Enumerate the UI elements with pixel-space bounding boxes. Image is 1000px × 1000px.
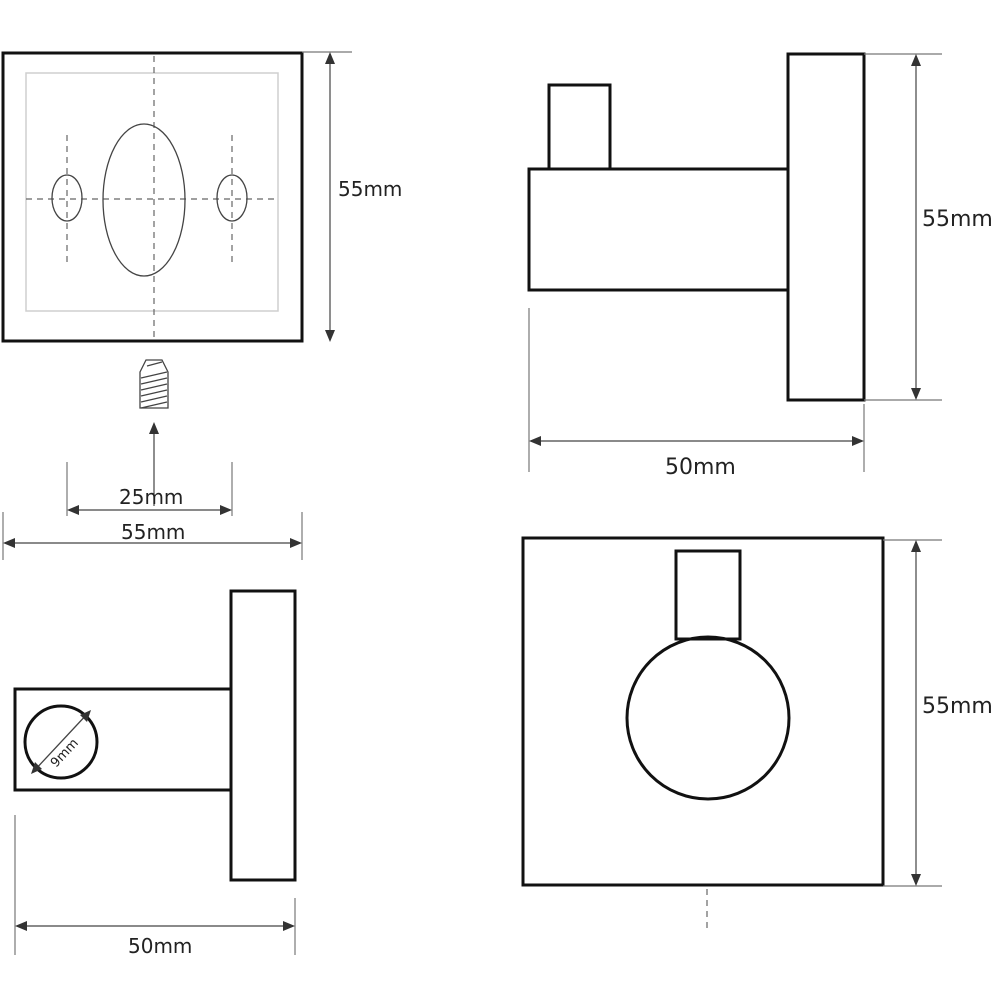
front-wall-plate xyxy=(521,536,885,887)
side-depth-arrow-right xyxy=(852,436,864,446)
spacing-arrow-left xyxy=(67,505,79,515)
screw-icon xyxy=(139,359,169,409)
diameter-label: 9mm xyxy=(48,736,82,771)
diameter-arrow-a xyxy=(31,762,42,774)
screw-pointer-arrow xyxy=(149,422,159,434)
side-depth-arrow-left xyxy=(529,436,541,446)
spacing-label: 25mm xyxy=(119,485,183,509)
front-height-label: 55mm xyxy=(922,694,993,719)
left-screw-slot xyxy=(51,174,83,222)
back-height-arrow-top xyxy=(325,52,335,64)
right-screw-slot xyxy=(216,174,248,222)
back-height-arrow-bottom xyxy=(325,330,335,342)
side-hook-arm xyxy=(527,167,790,292)
back-plate-inner-outline xyxy=(25,72,279,312)
front-height-arrow-top xyxy=(911,540,921,552)
back-height-label: 55mm xyxy=(338,177,402,201)
spacing-arrow-right xyxy=(220,505,232,515)
side-height-label: 55mm xyxy=(922,207,993,232)
bottom-depth-arrow-left xyxy=(15,921,27,931)
front-hook-stem xyxy=(674,549,742,641)
back-width-arrow-left xyxy=(3,538,15,548)
front-view: 55mm xyxy=(521,536,993,932)
front-height-arrow-bottom xyxy=(911,874,921,886)
back-width-arrow-right xyxy=(290,538,302,548)
center-mounting-hole xyxy=(102,123,186,277)
back-width-label: 55mm xyxy=(121,520,185,544)
side-hook-tip xyxy=(547,83,612,171)
side-depth-label: 50mm xyxy=(665,455,736,480)
bottom-hook-end-circle xyxy=(23,704,99,780)
bottom-depth-label: 50mm xyxy=(128,934,192,958)
back-view: 55mm 25mm 55mm xyxy=(1,51,402,560)
side-height-arrow-bottom xyxy=(911,388,921,400)
bottom-wall-plate xyxy=(229,589,297,882)
bottom-hook-arm xyxy=(13,687,233,792)
side-height-arrow-top xyxy=(911,54,921,66)
diameter-line xyxy=(32,711,90,773)
back-plate-outline xyxy=(1,51,304,343)
bottom-depth-arrow-right xyxy=(283,921,295,931)
side-wall-plate xyxy=(786,52,866,402)
bottom-view: 9mm 50mm xyxy=(13,589,297,958)
diameter-arrow-b xyxy=(80,710,91,722)
front-hook-knob xyxy=(625,635,791,801)
side-view: 55mm 50mm xyxy=(527,52,993,480)
